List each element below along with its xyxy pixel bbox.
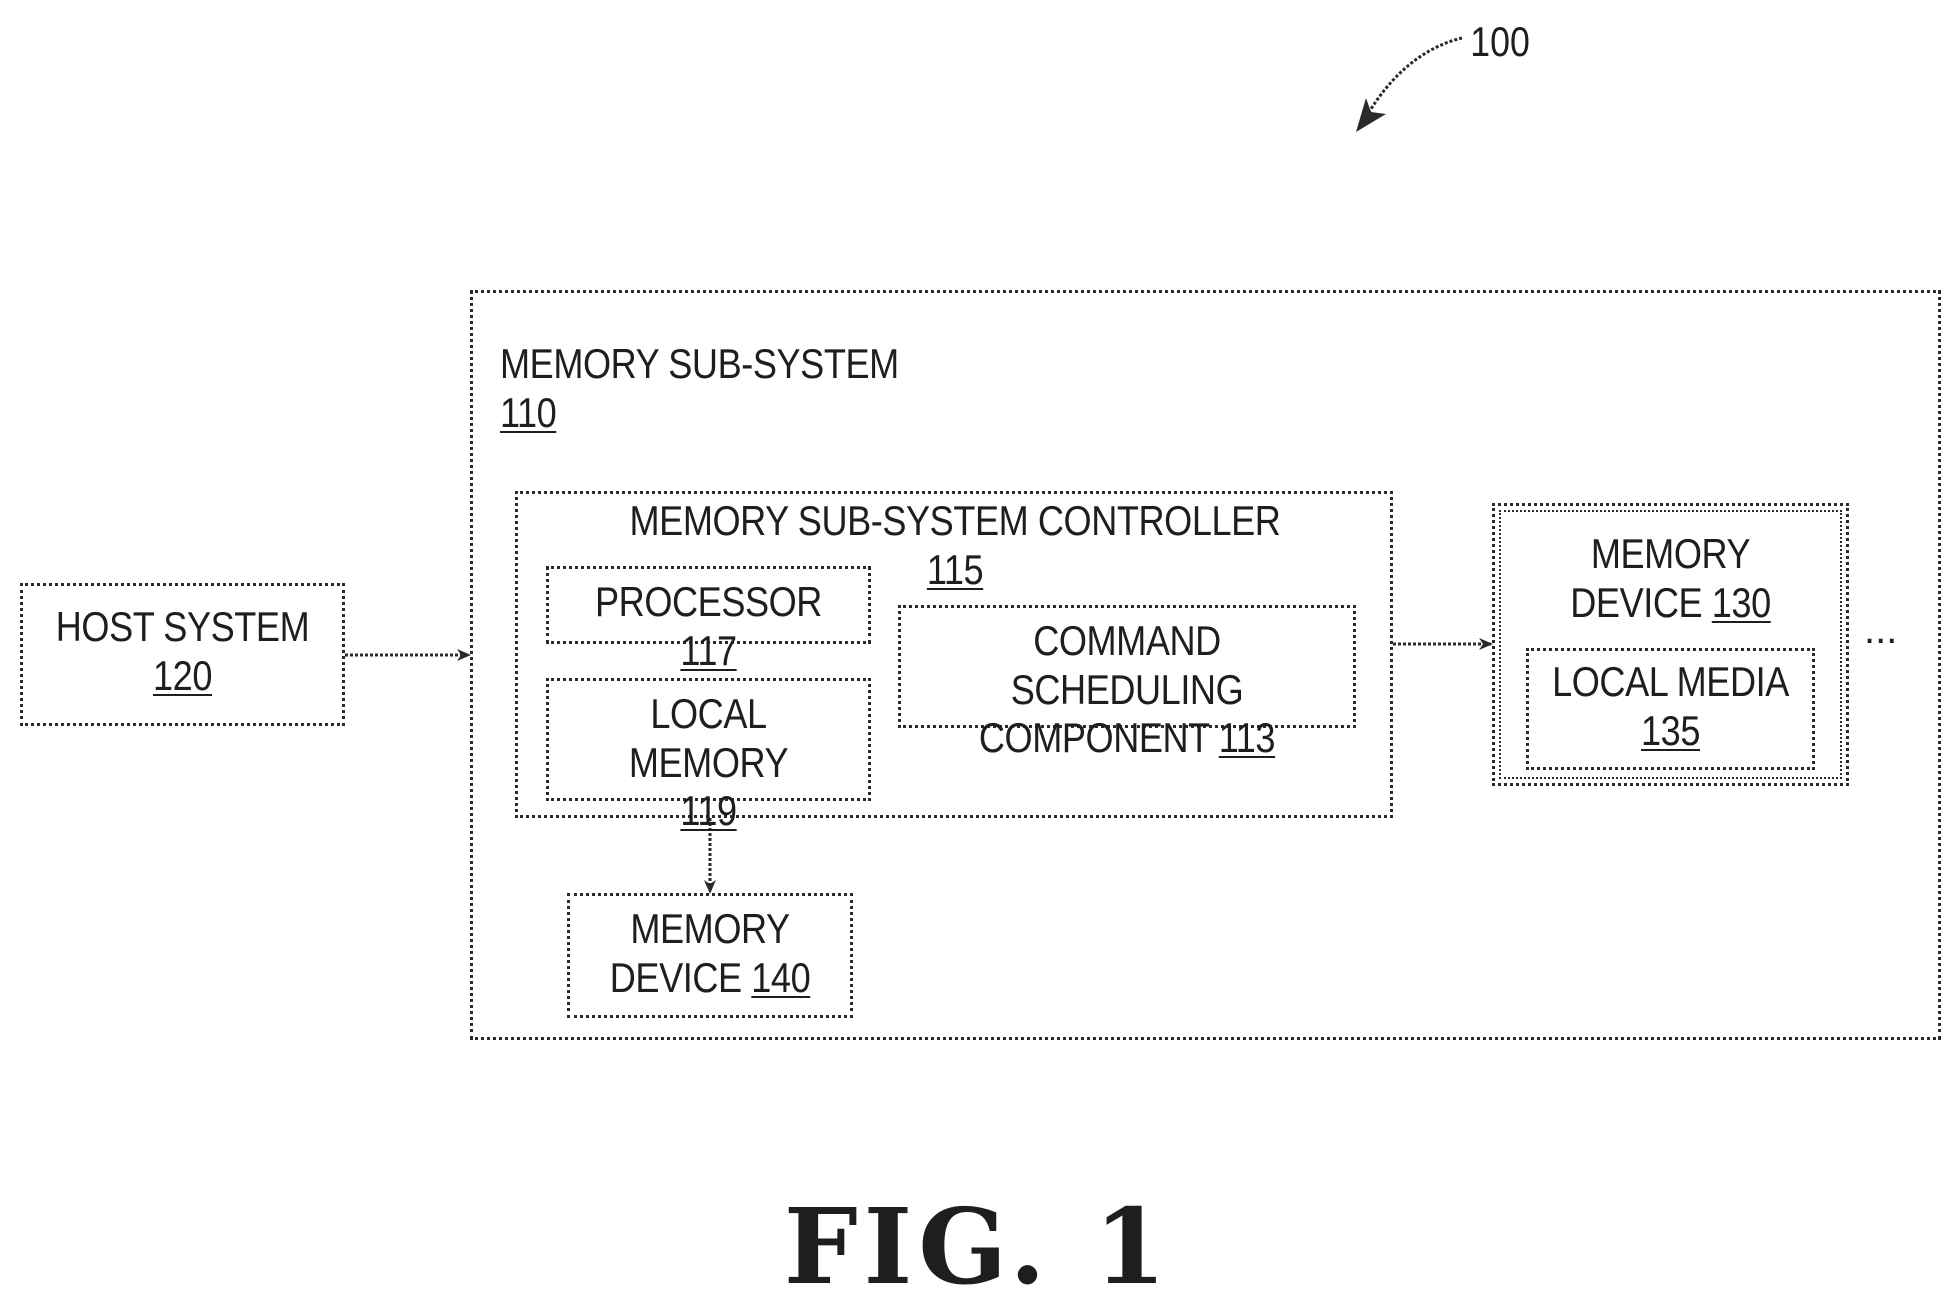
memory-subsystem-text: MEMORY SUB-SYSTEM xyxy=(500,340,899,387)
local-memory-text: LOCAL MEMORY xyxy=(569,690,849,787)
memory-device-140-line2: DEVICE xyxy=(610,954,752,1001)
memory-device-130-label: MEMORY DEVICE 130 xyxy=(1517,530,1824,627)
local-media-text: LOCAL MEDIA xyxy=(1546,658,1795,707)
memory-device-130-ref: 130 xyxy=(1712,579,1771,626)
local-memory-label: LOCAL MEMORY 119 xyxy=(569,690,849,836)
command-scheduling-line1: COMMAND SCHEDULING xyxy=(913,617,1341,714)
memory-device-140-line1: MEMORY xyxy=(587,905,833,954)
processor-label: PROCESSOR 117 xyxy=(569,578,849,675)
host-system-label: HOST SYSTEM 120 xyxy=(43,603,323,700)
continuation-ellipsis: ... xyxy=(1864,608,1897,653)
host-system-text: HOST SYSTEM xyxy=(43,603,323,652)
reference-100-arrowhead xyxy=(1356,98,1386,132)
memory-subsystem-ref: 110 xyxy=(500,389,556,436)
figure-caption: FIG. 1 xyxy=(0,1185,1956,1292)
local-media-ref: 135 xyxy=(1641,707,1700,754)
command-scheduling-label: COMMAND SCHEDULING COMPONENT 113 xyxy=(913,617,1341,763)
controller-ref: 115 xyxy=(927,546,983,593)
memory-device-140-ref: 140 xyxy=(751,954,810,1001)
local-memory-ref: 119 xyxy=(680,787,736,834)
processor-text: PROCESSOR xyxy=(595,578,822,625)
memory-device-140-label: MEMORY DEVICE 140 xyxy=(587,905,833,1002)
memory-device-130-line1: MEMORY xyxy=(1517,530,1824,579)
figure-reference-number: 100 xyxy=(1470,18,1530,66)
processor-ref: 117 xyxy=(680,627,736,674)
command-scheduling-ref: 113 xyxy=(1219,714,1275,761)
memory-device-130-line2: DEVICE xyxy=(1570,579,1712,626)
command-scheduling-line2: COMPONENT xyxy=(979,714,1219,761)
local-media-label: LOCAL MEDIA 135 xyxy=(1546,658,1795,755)
controller-text: MEMORY SUB-SYSTEM CONTROLLER xyxy=(630,497,1281,544)
memory-subsystem-label: MEMORY SUB-SYSTEM 110 xyxy=(500,340,947,437)
host-system-ref: 120 xyxy=(153,652,212,699)
